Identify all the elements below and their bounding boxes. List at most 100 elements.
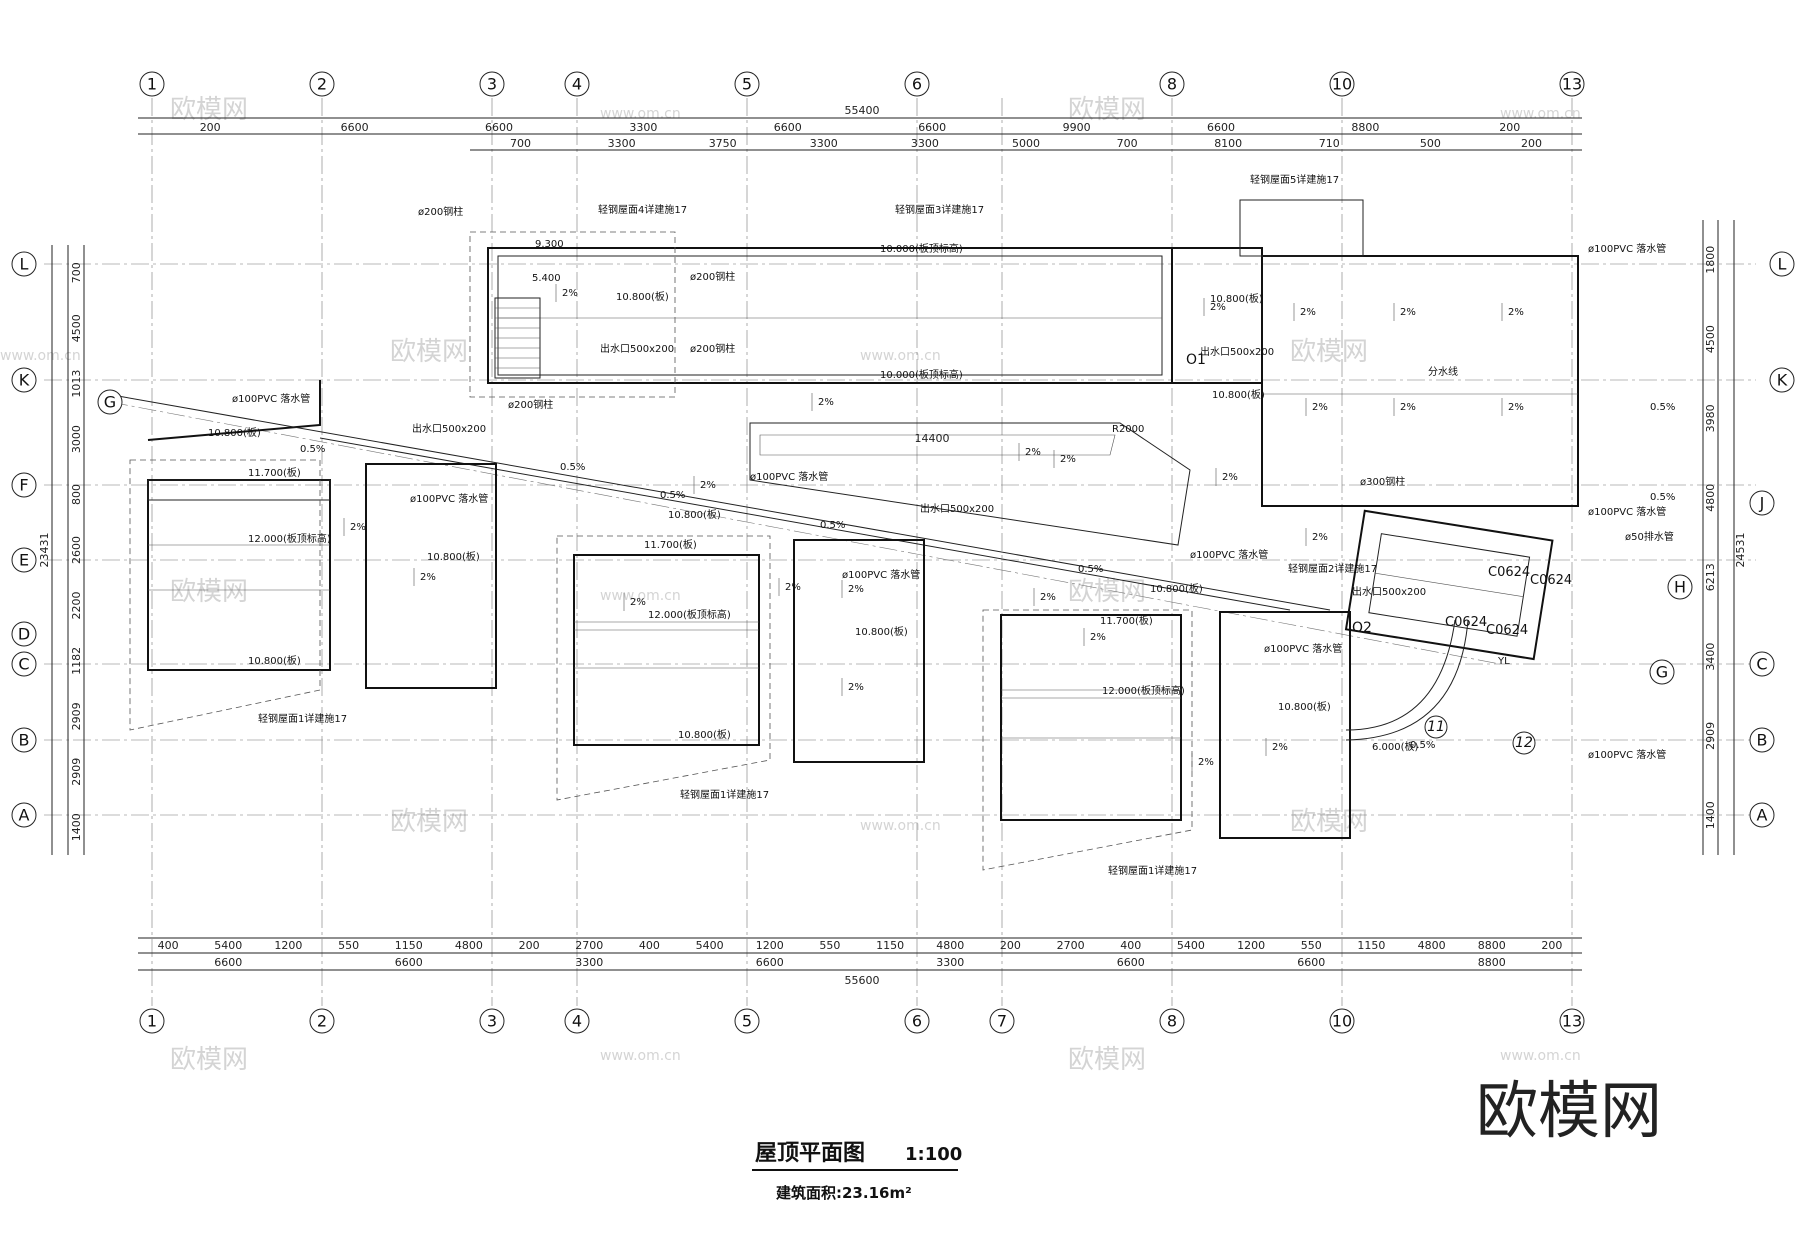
dim-top-row2: 700: [1117, 137, 1138, 150]
dimension-lines: [51, 117, 1735, 971]
bubble-12: 12: [1515, 735, 1533, 751]
dim-bottom-row2: 6600: [395, 956, 423, 969]
axis-bubble-right: H: [1674, 578, 1686, 597]
watermark-url: www.om.cn: [860, 818, 941, 834]
watermark-text: 欧模网: [390, 337, 468, 367]
watermark-url: www.om.cn: [600, 588, 681, 604]
note-light-steel-roof-1b: 轻钢屋面1详建施17: [680, 788, 769, 801]
note-steel-column-1: ø200钢柱: [418, 205, 463, 218]
slope-mark: 2%: [818, 397, 834, 408]
building-area: 建筑面积:23.16m²: [776, 1184, 912, 1202]
axis-bubble-bottom: 5: [742, 1012, 752, 1031]
slope-mark: 2%: [630, 597, 646, 608]
dim-bottom-row2: 6600: [1117, 956, 1145, 969]
note-downpipe-9: ø100PVC 落水管: [1588, 748, 1666, 761]
note-o2: O2: [1352, 620, 1372, 636]
dim-top-row1: 3300: [629, 121, 657, 134]
note-elev-10800-b: 10.800(板): [1210, 292, 1263, 305]
watermark-url: www.om.cn: [1500, 106, 1581, 122]
axis-bubble-bottom: 7: [997, 1012, 1007, 1031]
slope-mark-minor: 0.5%: [300, 444, 325, 455]
axis-bubble-right-circle: [1749, 727, 1775, 753]
slope-markers: 2%2%2%2%2%2%2%2%2%2%2%2%2%2%2%2%2%2%2%2%…: [300, 284, 1675, 771]
slope-mark-minor: 0.5%: [660, 490, 685, 501]
note-downpipe-5: ø100PVC 落水管: [1190, 548, 1268, 561]
note-elev-10800-c: 10.800(板): [208, 426, 261, 439]
axis-bubble-top-circle: [904, 71, 930, 97]
dim-top-row2: 200: [1521, 137, 1542, 150]
slope-mark-minor: 0.5%: [1650, 402, 1675, 413]
dim-right: 3400: [1704, 643, 1717, 671]
slope-mark: 2%: [1060, 454, 1076, 465]
axis-bubble-left-circle: [11, 727, 37, 753]
axis-bubble-right-circle: [1749, 802, 1775, 828]
axis-bubble-left-circle: [11, 472, 37, 498]
stair-tower: [1344, 509, 1554, 661]
slope-mark: 2%: [420, 572, 436, 583]
axis-bubble-top-circle: [1159, 71, 1185, 97]
slope-mark: 2%: [1300, 307, 1316, 318]
dim-bottom-row1: 1200: [1237, 939, 1265, 952]
axis-bubble-left: C: [18, 655, 29, 674]
axis-bubble-right-circle: [1649, 659, 1675, 685]
dim-right: 3980: [1704, 404, 1717, 432]
axis-bubble-bottom-circle: [139, 1008, 165, 1034]
axis-bubble-top-circle: [564, 71, 590, 97]
axis-bubble-left: D: [18, 625, 30, 644]
dim-top-row2: 700: [510, 137, 531, 150]
dim-bottom-row2: 6600: [1297, 956, 1325, 969]
dim-bottom-row1: 400: [158, 939, 179, 952]
slope-mark: 2%: [1198, 757, 1214, 768]
watermark-text: 欧模网: [1068, 1045, 1146, 1075]
note-outlet-5: 出水口500x200: [1352, 585, 1426, 598]
slope-mark: 2%: [1400, 402, 1416, 413]
dim-right: 2909: [1704, 722, 1717, 750]
note-light-steel-roof-1a: 轻钢屋面1详建施17: [258, 712, 347, 725]
axis-bubble-left: G: [104, 393, 116, 412]
axis-bubble-right-circle: [1749, 651, 1775, 677]
note-downpipe-4: ø100PVC 落水管: [842, 568, 920, 581]
axis-bubble-right: B: [1757, 731, 1768, 750]
dim-bottom-row1: 550: [1301, 939, 1322, 952]
dim-top-row2: 5000: [1012, 137, 1040, 150]
dim-top-overall: 55400: [845, 104, 880, 117]
slope-mark: 2%: [700, 480, 716, 491]
dim-bottom-row1: 5400: [696, 939, 724, 952]
note-elev-10000-a: 10.000(板顶标高): [880, 242, 963, 255]
axis-bubble-top: 2: [317, 75, 327, 94]
slope-mark-minor: 0.5%: [1650, 492, 1675, 503]
axis-bubble-bottom-circle: [1159, 1008, 1185, 1034]
dim-bottom-row2: 3300: [575, 956, 603, 969]
dim-top-row2: 710: [1319, 137, 1340, 150]
axis-bubble-bottom-circle: [734, 1008, 760, 1034]
note-elev-10800-e: 10.800(板): [427, 550, 480, 563]
dim-top-row1: 9900: [1063, 121, 1091, 134]
slope-mark: 2%: [562, 288, 578, 299]
slope-mark-minor: 0.5%: [560, 462, 585, 473]
note-steel-column-4: ø200钢柱: [508, 398, 553, 411]
axis-bubble-top-circle: [1329, 71, 1355, 97]
note-outlet-2: 出水口500x200: [1200, 345, 1274, 358]
axis-bubble-top: 5: [742, 75, 752, 94]
axis-bubble-bottom: 8: [1167, 1012, 1177, 1031]
slope-mark: 2%: [1210, 302, 1226, 313]
axis-bubble-bottom-circle: [1329, 1008, 1355, 1034]
slope-mark: 2%: [350, 522, 366, 533]
note-elev-12000-a: 12.000(板顶标高): [248, 532, 331, 545]
note-elev-10800-d: 10.800(板): [1212, 388, 1265, 401]
axis-bubble-bottom-circle: [904, 1008, 930, 1034]
axis-bubble-right-circle: [1667, 574, 1693, 600]
dim-bottom-row1: 4800: [455, 939, 483, 952]
window-tag-3: C0624: [1445, 615, 1487, 630]
window-tag-2: C0624: [1530, 573, 1572, 588]
dim-left: 800: [70, 484, 83, 505]
dim-bottom-row1: 8800: [1478, 939, 1506, 952]
slope-mark: 2%: [1025, 447, 1041, 458]
axis-bubble-bottom-circle: [479, 1008, 505, 1034]
axis-bubble-right: L: [1778, 255, 1787, 274]
note-elev-10800-k: 10.800(板): [678, 728, 731, 741]
